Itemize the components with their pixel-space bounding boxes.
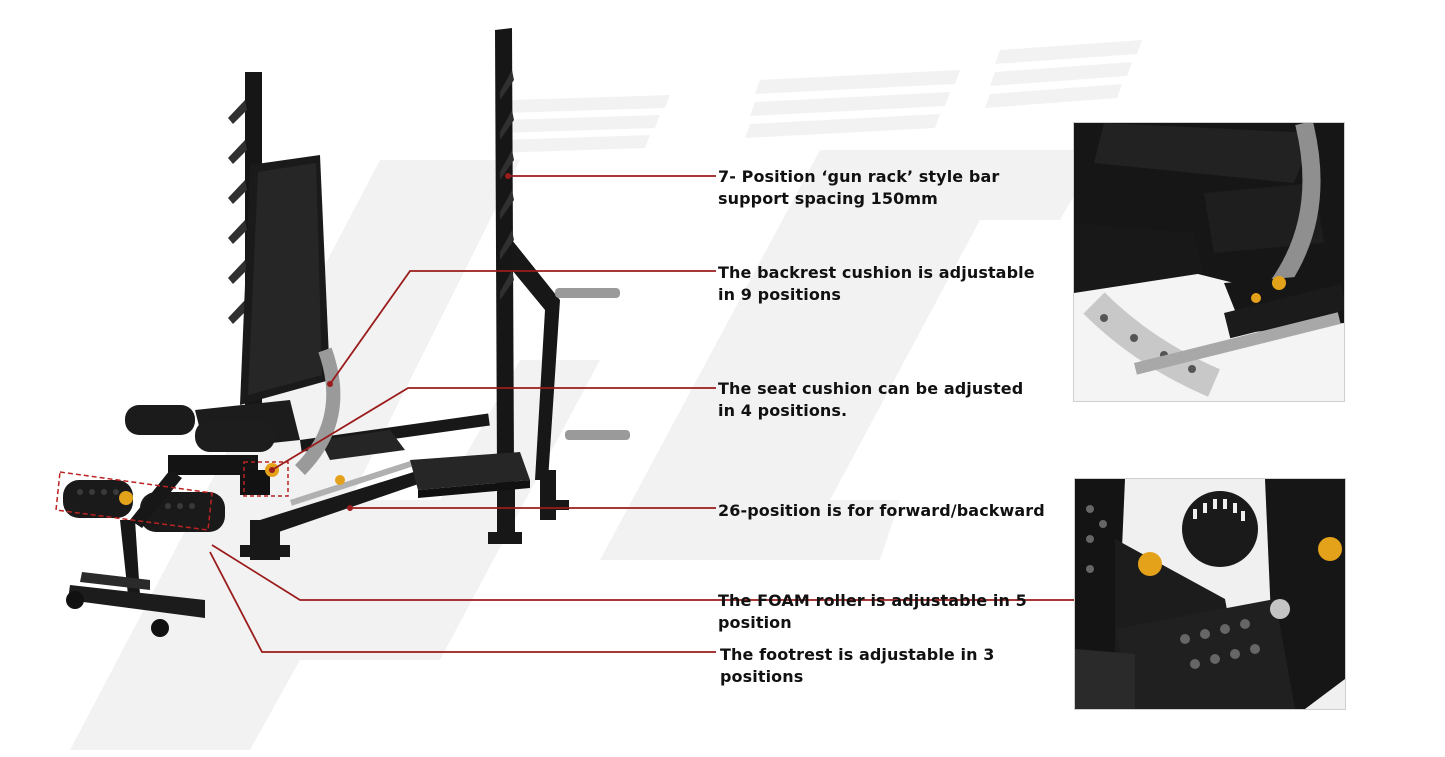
seat-highlight-box <box>243 461 289 497</box>
callout-backrest-line1: The backrest cushion is adjustable <box>718 263 1035 282</box>
roller-highlight-box <box>55 471 213 531</box>
leg-attachment <box>63 470 225 637</box>
callout-footrest: The footrest is adjustable in 3 position… <box>720 644 995 688</box>
callout-footrest-line2: positions <box>720 667 804 686</box>
weight-horns <box>555 288 630 440</box>
seat-cushion <box>125 400 300 495</box>
callout-gun-rack-line2: support spacing 150mm <box>718 189 938 208</box>
backrest-cushion <box>240 155 330 405</box>
roller-detail-photo <box>1074 478 1346 710</box>
callout-foam-roller-line1: The FOAM roller is adjustable in 5 <box>718 591 1027 610</box>
callout-gun-rack-line1: 7- Position ‘gun rack’ style bar <box>718 167 1000 186</box>
callout-seat-line1: The seat cushion can be adjusted <box>718 379 1024 398</box>
backrest-detail-photo <box>1073 122 1345 402</box>
callout-forward-backward-line1: 26-position is for forward/backward <box>718 501 1045 520</box>
callout-backrest: The backrest cushion is adjustable in 9 … <box>718 262 1035 306</box>
callout-foam-roller-line2: position <box>718 613 792 632</box>
callout-gun-rack: 7- Position ‘gun rack’ style bar support… <box>718 166 999 210</box>
callout-foam-roller: The FOAM roller is adjustable in 5 posit… <box>718 590 1027 634</box>
callout-footrest-line1: The footrest is adjustable in 3 <box>720 645 995 664</box>
callout-seat-line2: in 4 positions. <box>718 401 848 420</box>
callout-seat: The seat cushion can be adjusted in 4 po… <box>718 378 1023 422</box>
callout-forward-backward: 26-position is for forward/backward <box>718 500 1045 522</box>
callout-backrest-line2: in 9 positions <box>718 285 842 304</box>
